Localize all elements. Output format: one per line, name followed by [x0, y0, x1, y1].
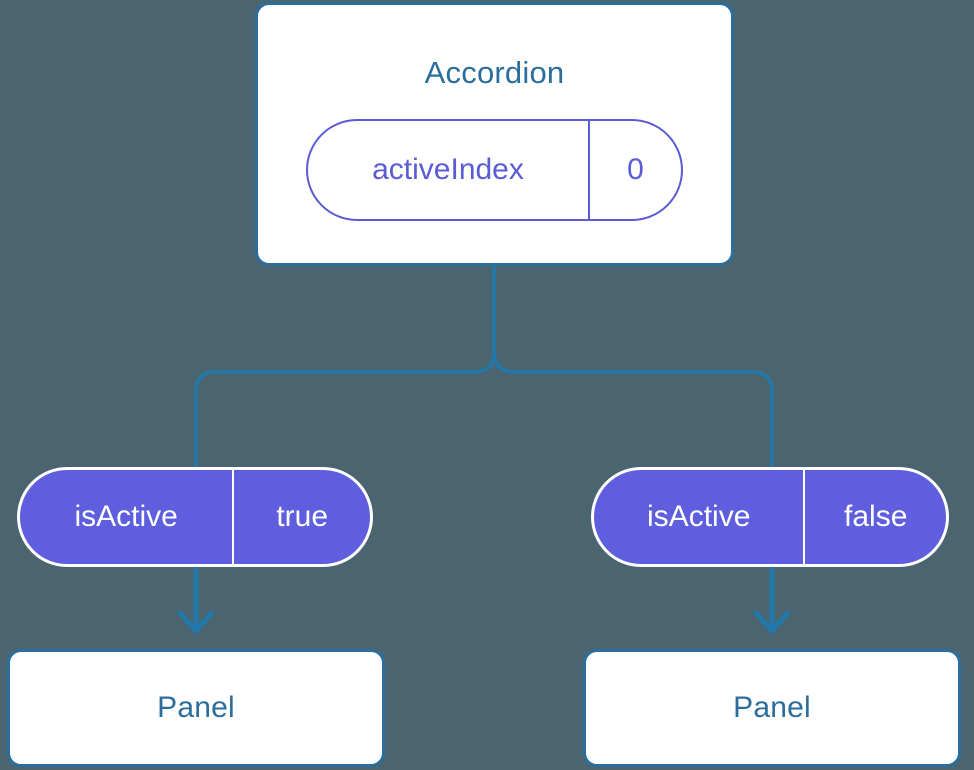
prop-pill-is-active-true-key: isActive	[74, 500, 178, 533]
panel-right-title: Panel	[733, 691, 811, 724]
prop-pill-is-active-false-value: false	[803, 470, 946, 564]
connector-root-split	[194, 264, 496, 470]
node-panel-right[interactable]: Panel	[583, 649, 961, 767]
node-panel-left[interactable]: Panel	[7, 649, 385, 767]
prop-pill-is-active-false-key: isActive	[647, 500, 751, 533]
connector-root-split-right	[492, 264, 774, 470]
prop-pill-is-active-true[interactable]: isActive true	[17, 467, 373, 567]
state-pill-active-index[interactable]: activeIndex 0	[306, 119, 683, 221]
arrow-left-pill-to-panel	[177, 566, 215, 634]
accordion-title: Accordion	[424, 55, 565, 90]
state-pill-active-index-value: 0	[587, 121, 681, 219]
prop-pill-is-active-false[interactable]: isActive false	[591, 467, 949, 567]
state-pill-active-index-key: activeIndex	[372, 153, 524, 186]
prop-pill-is-active-true-value: true	[232, 470, 370, 564]
panel-left-title: Panel	[157, 691, 235, 724]
arrow-right-pill-to-panel	[753, 566, 791, 634]
